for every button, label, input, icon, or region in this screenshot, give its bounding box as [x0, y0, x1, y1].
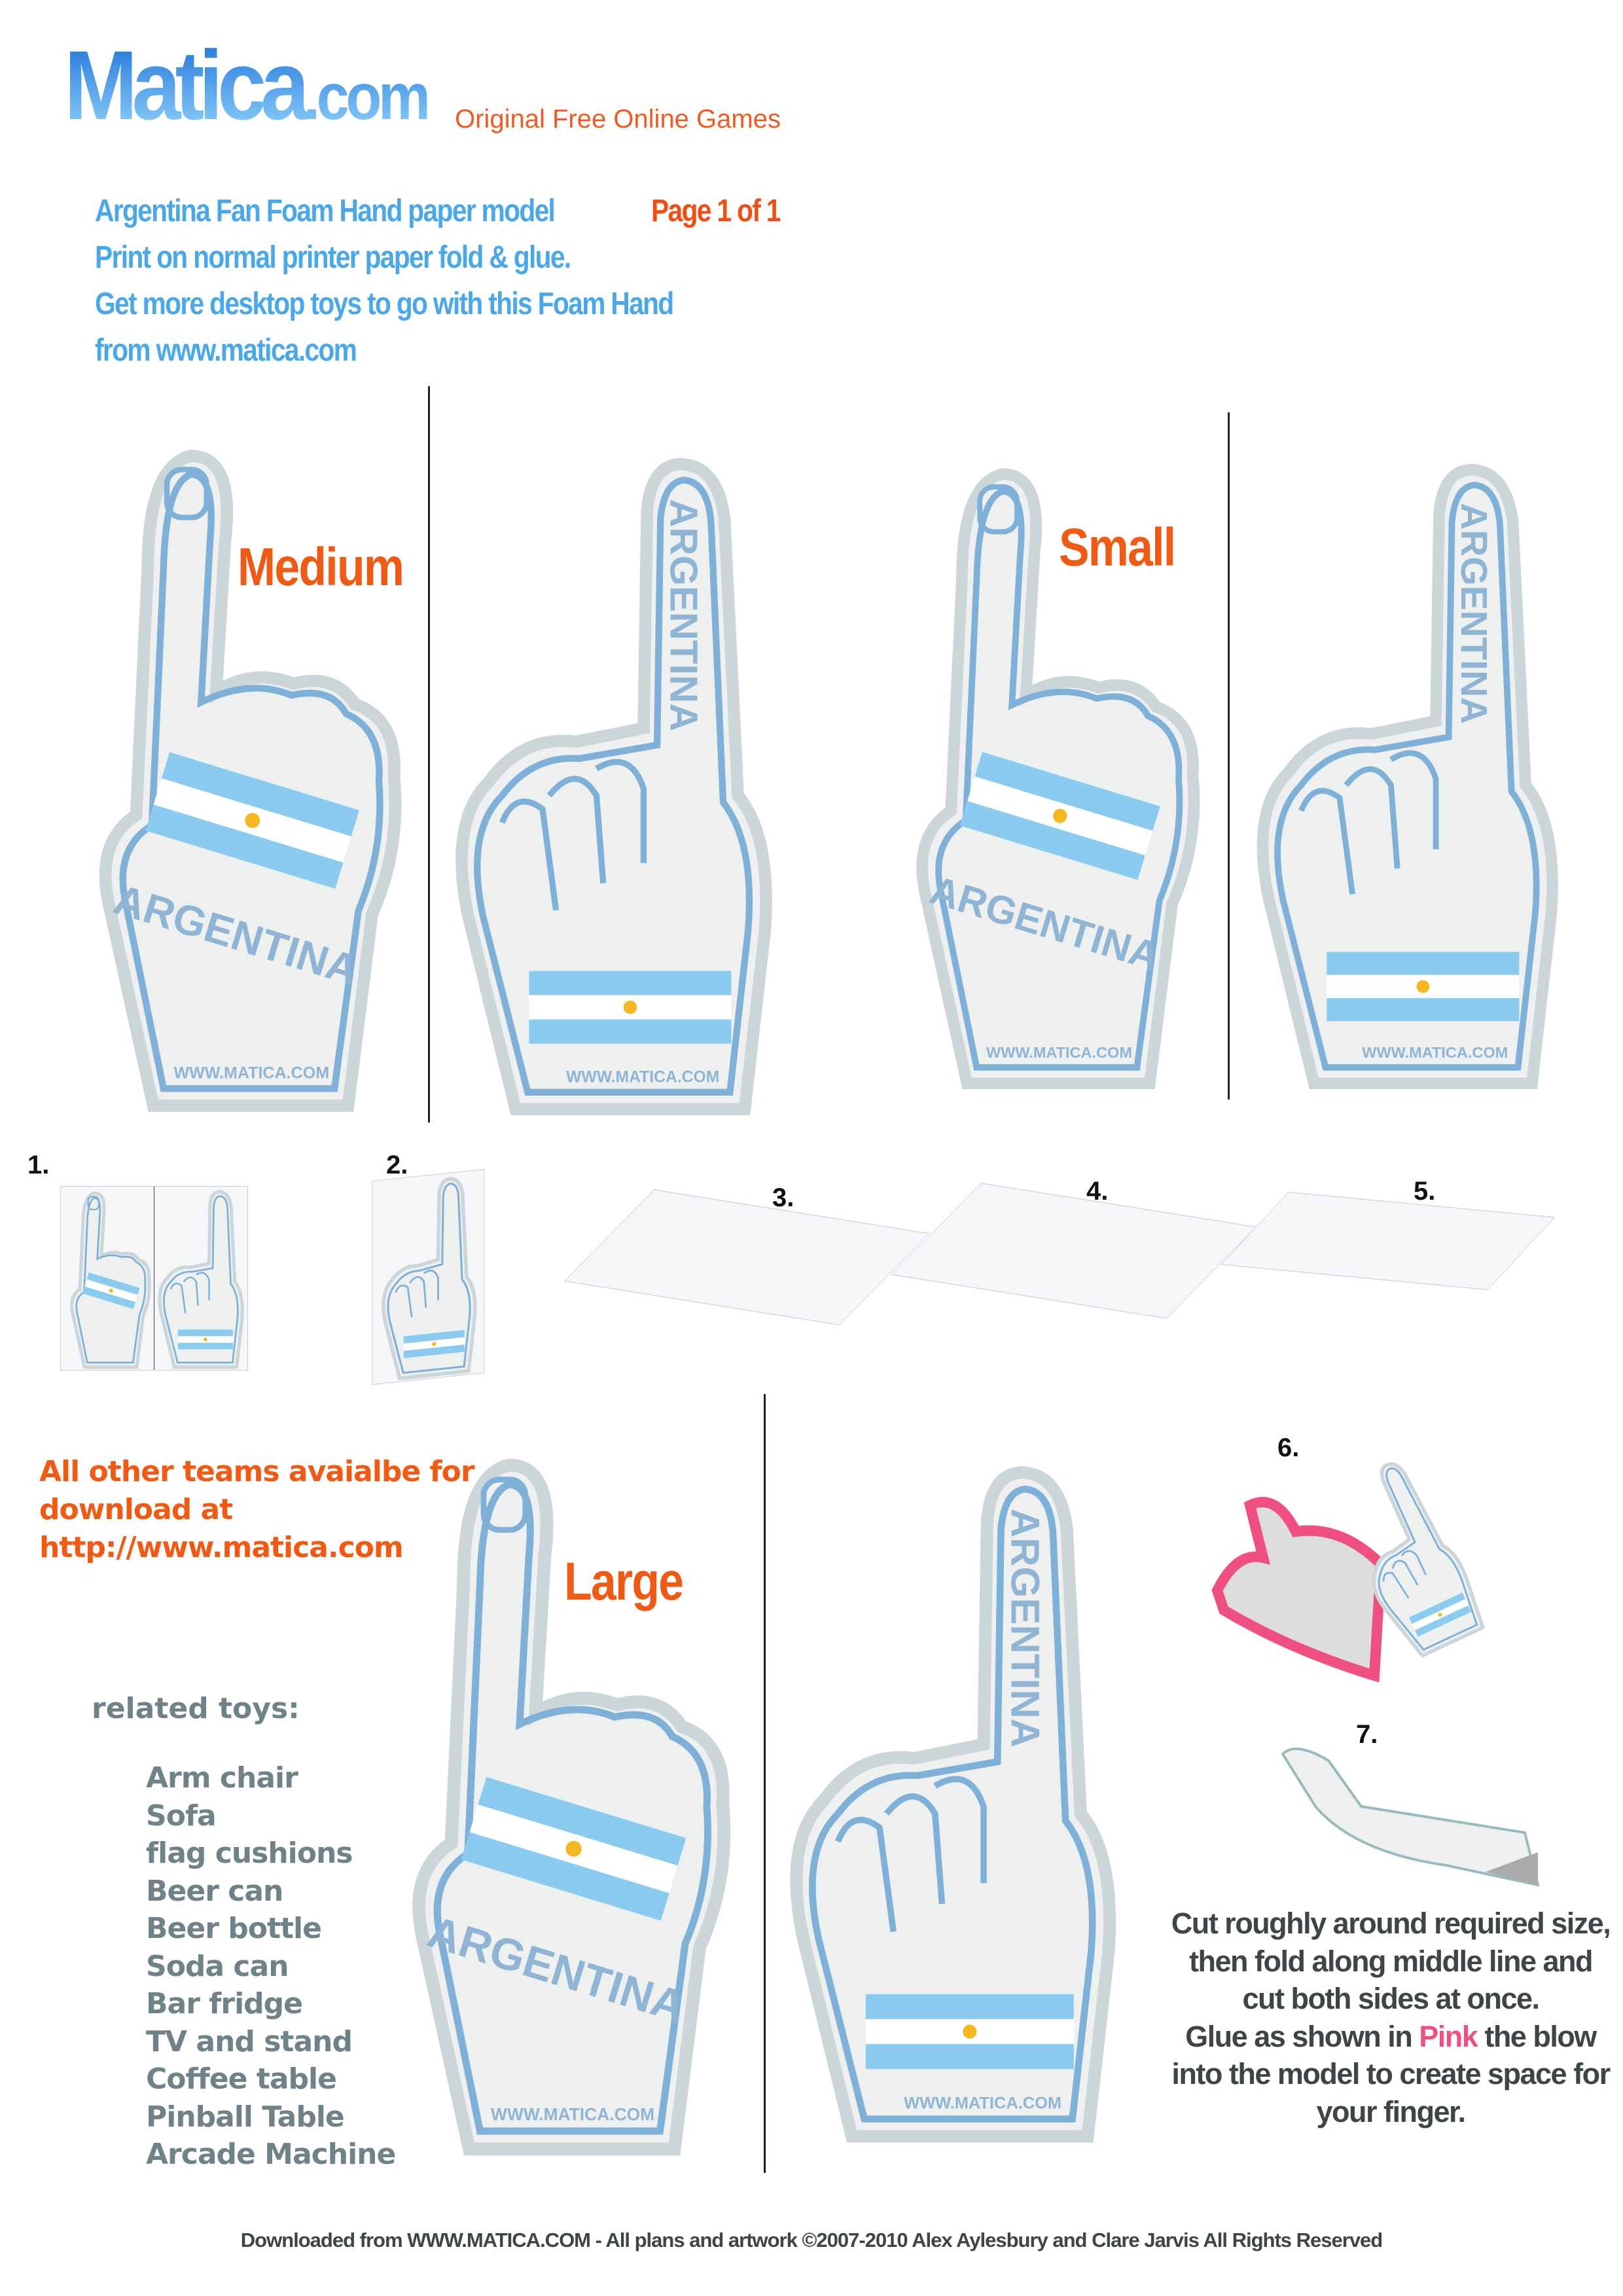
step-1-image	[60, 1186, 248, 1371]
step-7-image	[1281, 1748, 1540, 1887]
instruction-line: Cut roughly around required size,	[1171, 1907, 1611, 1940]
teams-note: All other teams avaialbe for download at…	[39, 1453, 475, 1567]
instruction-line: Glue as shown in Pink the blow	[1158, 2018, 1623, 2056]
step-2-number: 2.	[386, 1151, 408, 1179]
instruction-line: into the model to create space for	[1171, 2057, 1611, 2090]
more-toys-text: Get more desktop toys to go with this Fo…	[95, 287, 674, 321]
medium-hand-front: ARGENTINA WWW.MATICA.COM	[59, 432, 425, 1116]
step-6-image	[1211, 1460, 1505, 1682]
hand-country-text: ARGENTINA	[1453, 503, 1494, 724]
hand-site-text: WWW.MATICA.COM	[904, 2094, 1061, 2113]
small-hand-front: ARGENTINA WWW.MATICA.COM	[880, 452, 1221, 1093]
logo-suffix: .com	[304, 60, 427, 134]
related-toys-list: Arm chair Sofa flag cushions Beer can Be…	[146, 1759, 396, 2174]
hand-site-text: WWW.MATICA.COM	[986, 1044, 1132, 1061]
model-title: Argentina Fan Foam Hand paper model	[95, 194, 556, 228]
hand-country-text: ARGENTINA	[662, 499, 706, 731]
tagline: Original Free Online Games	[455, 105, 781, 134]
hand-site-text: WWW.MATICA.COM	[491, 2105, 654, 2125]
hand-site-text: WWW.MATICA.COM	[174, 1064, 330, 1083]
related-toy-item[interactable]: Bar fridge	[146, 1987, 303, 2020]
medium-hand-back: ARGENTINA WWW.MATICA.COM	[433, 445, 787, 1119]
step-7-number: 7.	[1356, 1720, 1378, 1749]
related-toys-title: related toys:	[92, 1692, 300, 1725]
hand-site-text: WWW.MATICA.COM	[566, 1068, 719, 1086]
step-3-image	[563, 1189, 930, 1325]
step-5-image	[1221, 1191, 1556, 1291]
step-6-number: 6.	[1277, 1433, 1300, 1462]
page-indicator: Page 1 of 1	[651, 194, 781, 228]
size-label-small: Small	[1059, 518, 1176, 577]
related-toy-item[interactable]: Soda can	[146, 1949, 289, 1983]
related-toy-item[interactable]: TV and stand	[146, 2024, 353, 2058]
related-toy-item[interactable]: Arcade Machine	[146, 2138, 396, 2171]
instruction-text: Glue as shown in	[1185, 2019, 1413, 2053]
related-toy-item[interactable]: flag cushions	[146, 1837, 353, 1870]
pink-highlight: Pink	[1419, 2019, 1478, 2053]
related-toy-item[interactable]: Beer bottle	[146, 1912, 322, 1945]
hand-country-text: ARGENTINA	[1002, 1509, 1047, 1748]
instruction-text: the blow	[1484, 2019, 1597, 2053]
large-hand-front: ARGENTINA WWW.MATICA.COM	[376, 1440, 749, 2160]
teams-note-line: All other teams avaialbe for	[39, 1455, 475, 1488]
step-4-image	[891, 1183, 1257, 1319]
size-label-large: Large	[564, 1552, 684, 1611]
step-3-number: 3.	[772, 1183, 794, 1212]
step-2-image	[372, 1168, 484, 1386]
fold-line-small	[1228, 412, 1230, 1100]
small-hand-back: ARGENTINA WWW.MATICA.COM	[1234, 452, 1574, 1093]
related-toy-item[interactable]: Arm chair	[146, 1761, 298, 1795]
related-toy-item[interactable]: Coffee table	[146, 2062, 337, 2096]
teams-note-line: download at	[39, 1493, 233, 1526]
teams-note-link[interactable]: http://www.matica.com	[39, 1531, 404, 1564]
print-instruction: Print on normal printer paper fold & glu…	[95, 240, 571, 275]
related-toy-item[interactable]: Pinball Table	[146, 2100, 345, 2134]
fold-line-large	[764, 1394, 766, 2173]
instruction-line: then fold along middle line and	[1189, 1944, 1594, 1978]
instruction-line: cut both sides at once.	[1242, 1982, 1540, 2015]
step-5-number: 5.	[1414, 1177, 1436, 1206]
size-label-medium: Medium	[238, 537, 404, 597]
related-toy-item[interactable]: Sofa	[146, 1799, 217, 1833]
large-hand-back: ARGENTINA WWW.MATICA.COM	[776, 1440, 1122, 2160]
related-toy-item[interactable]: Beer can	[146, 1874, 283, 1908]
instruction-line: your finger.	[1316, 2094, 1466, 2128]
step-1-number: 1.	[27, 1151, 50, 1179]
copyright-footer: Downloaded from WWW.MATICA.COM - All pla…	[240, 2229, 1383, 2251]
hand-site-text: WWW.MATICA.COM	[1362, 1044, 1508, 1061]
website-text: from www.matica.com	[95, 333, 357, 368]
matica-logo[interactable]: Matica.com	[64, 36, 427, 134]
logo-text: Matica	[64, 30, 304, 140]
assembly-instructions: Cut roughly around required size, then f…	[1158, 1905, 1623, 2130]
fold-line-medium	[428, 386, 430, 1122]
